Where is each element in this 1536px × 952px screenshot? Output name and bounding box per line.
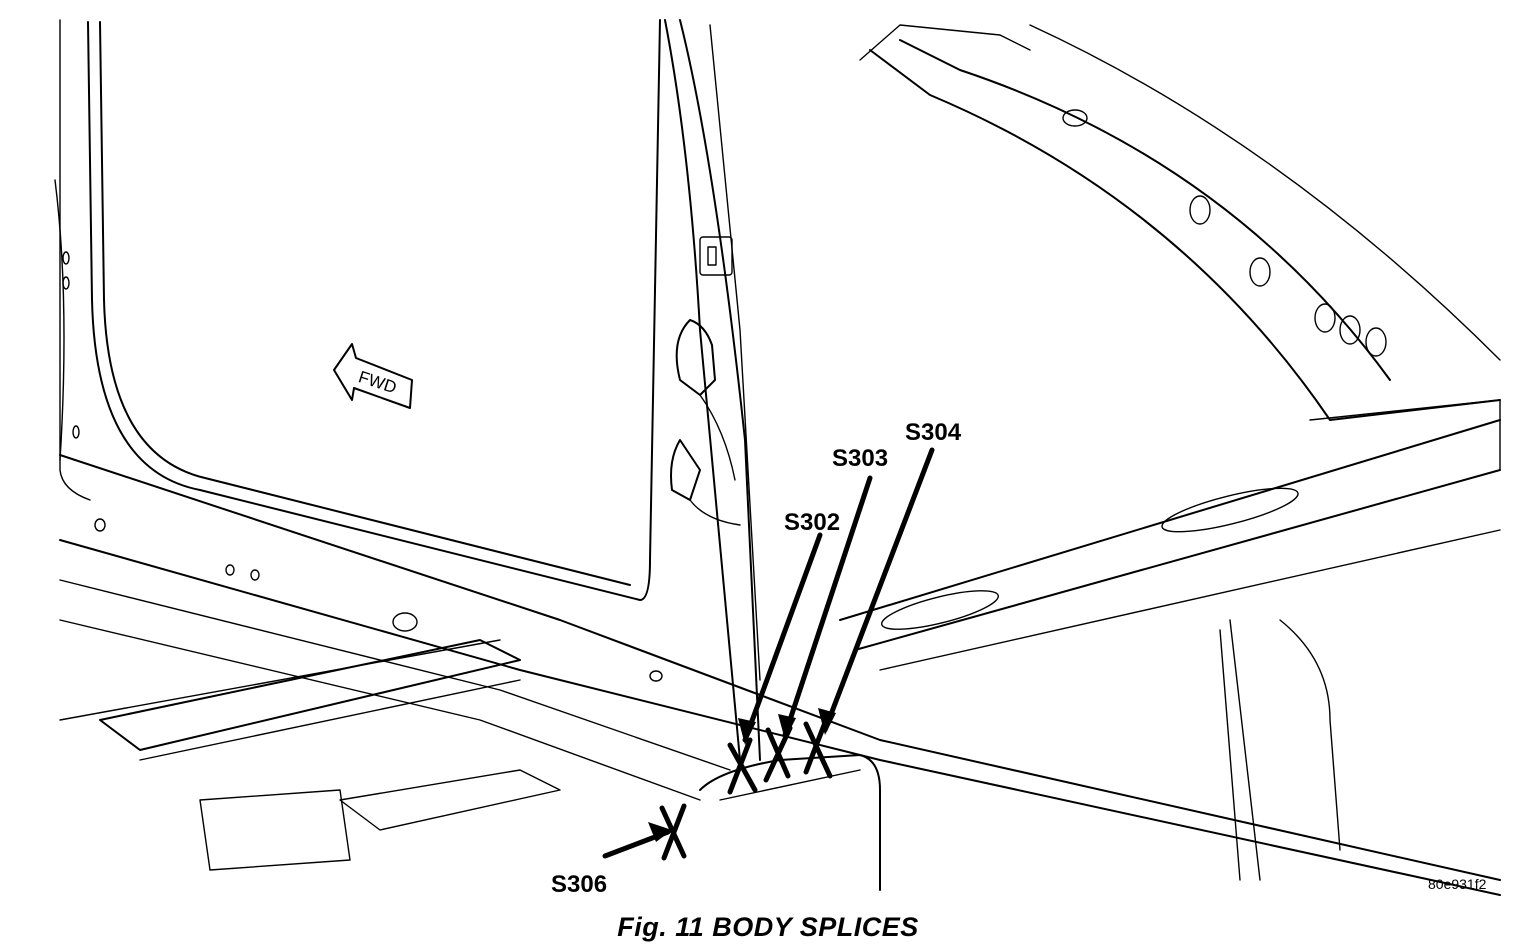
splice-marker-s303 bbox=[763, 725, 793, 783]
fwd-arrow-icon: FWD bbox=[333, 343, 413, 409]
callout-label-s306: S306 bbox=[551, 871, 607, 898]
figure-code: 80e931f2 bbox=[1428, 876, 1487, 892]
front-door-opening bbox=[54, 19, 661, 601]
callout-label-s302: S302 bbox=[784, 509, 840, 536]
b-pillar bbox=[649, 19, 761, 761]
splice-marker-s302 bbox=[727, 737, 758, 795]
splice-marker-s306 bbox=[659, 803, 687, 861]
rocker-sill-and-floor bbox=[59, 454, 1501, 896]
callout-label-s303: S303 bbox=[832, 445, 888, 472]
rear-cross-member bbox=[839, 399, 1501, 671]
figure-caption: Fig. 11 BODY SPLICES bbox=[617, 912, 919, 942]
splice-marker-s304 bbox=[803, 717, 833, 779]
rear-door-opening bbox=[859, 24, 1501, 421]
callout-label-s304: S304 bbox=[905, 419, 962, 446]
callout-leaders bbox=[602, 447, 935, 859]
